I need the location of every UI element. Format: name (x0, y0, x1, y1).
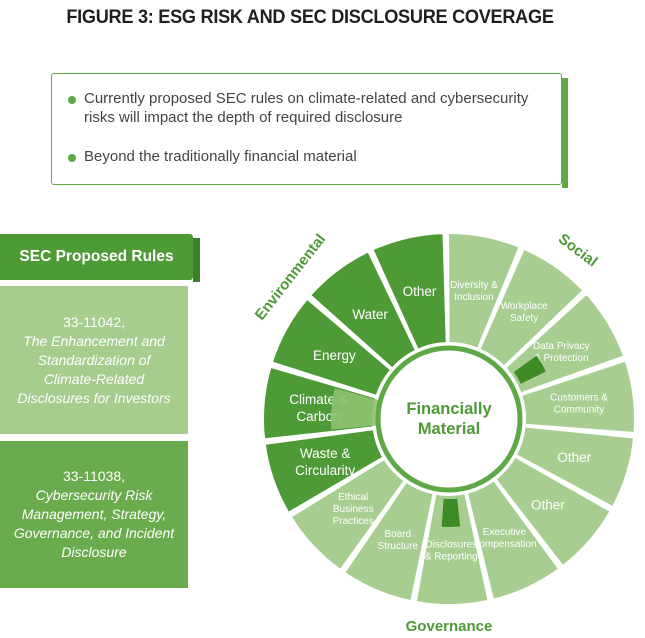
wheel-segment-energy (270, 297, 393, 398)
category-label-governance: Governance (406, 618, 493, 635)
segment-label-social-other-1: Other (557, 450, 591, 465)
wheel-segment-exec-comp (465, 478, 561, 601)
segment-label-waste: Waste &Circularity (295, 446, 355, 478)
wheel-segment-customers (519, 359, 636, 435)
wheel-segment-social-other-1 (514, 425, 636, 509)
sec-rules-header: SEC Proposed Rules (0, 234, 200, 282)
center-label-line-1: Financially (406, 400, 492, 418)
rule-number: 33-11038, (62, 468, 125, 484)
wheel-segment-ethics (289, 457, 407, 572)
callout-bullet: Currently proposed SEC rules on climate-… (68, 89, 548, 127)
segment-label-customers: Customers &Community (550, 393, 608, 416)
segment-label-energy: Energy (313, 348, 356, 363)
segment-label-data-privacy: Data Privacy& Protection (533, 341, 590, 364)
coverage-highlight-data-privacy (513, 355, 546, 384)
rule-number: 33-11042, (62, 313, 125, 330)
figure-title: FIGURE 3: ESG RISK AND SEC DISCLOSURE CO… (66, 6, 554, 28)
wheel-segment-diversity (447, 232, 521, 350)
segment-label-water: Water (352, 307, 388, 322)
wheel-segment-workplace-safety (478, 247, 585, 368)
callout-box: Currently proposed SEC rules on climate-… (51, 73, 568, 188)
wheel-segment-social-other-2 (494, 455, 612, 568)
wheel-segment-board (342, 480, 435, 603)
bullet-dot-icon (68, 96, 76, 104)
segment-label-social-other-2: Other (531, 498, 565, 513)
rule-coverage-highlights (331, 355, 546, 527)
rule-description: The Enhancement and Standardization of C… (17, 332, 171, 406)
category-label-social: Social (555, 230, 601, 270)
bullet-dot-icon (68, 154, 76, 162)
center-circle (375, 345, 523, 493)
rule-description: Cybersecurity Risk Management, Strategy,… (13, 487, 175, 560)
coverage-highlight-climate (331, 388, 386, 430)
sec-rule-box: 33-11042, The Enhancement and Standardiz… (0, 286, 188, 434)
segment-label-env-other: Other (403, 284, 437, 299)
wheel-segment-waste (263, 428, 385, 515)
coverage-highlight-disclosures (441, 498, 461, 527)
callout-bullet-text: Beyond the traditionally financial mater… (84, 148, 357, 165)
wheel-segment-env-other (371, 232, 448, 352)
center-label-line-2: Material (418, 420, 480, 438)
callout-bullet-text: Currently proposed SEC rules on climate-… (84, 90, 529, 126)
callout-bullet: Beyond the traditionally financial mater… (68, 147, 548, 166)
segment-label-diversity: Diversity &Inclusion (450, 280, 498, 303)
sec-rule-box: 33-11038, Cybersecurity Risk Management,… (0, 441, 188, 588)
wheel-segment-disclosures (414, 492, 490, 606)
segment-label-disclosures: Disclosures& Reporting (425, 539, 478, 562)
wheel-segment-water (308, 250, 418, 370)
